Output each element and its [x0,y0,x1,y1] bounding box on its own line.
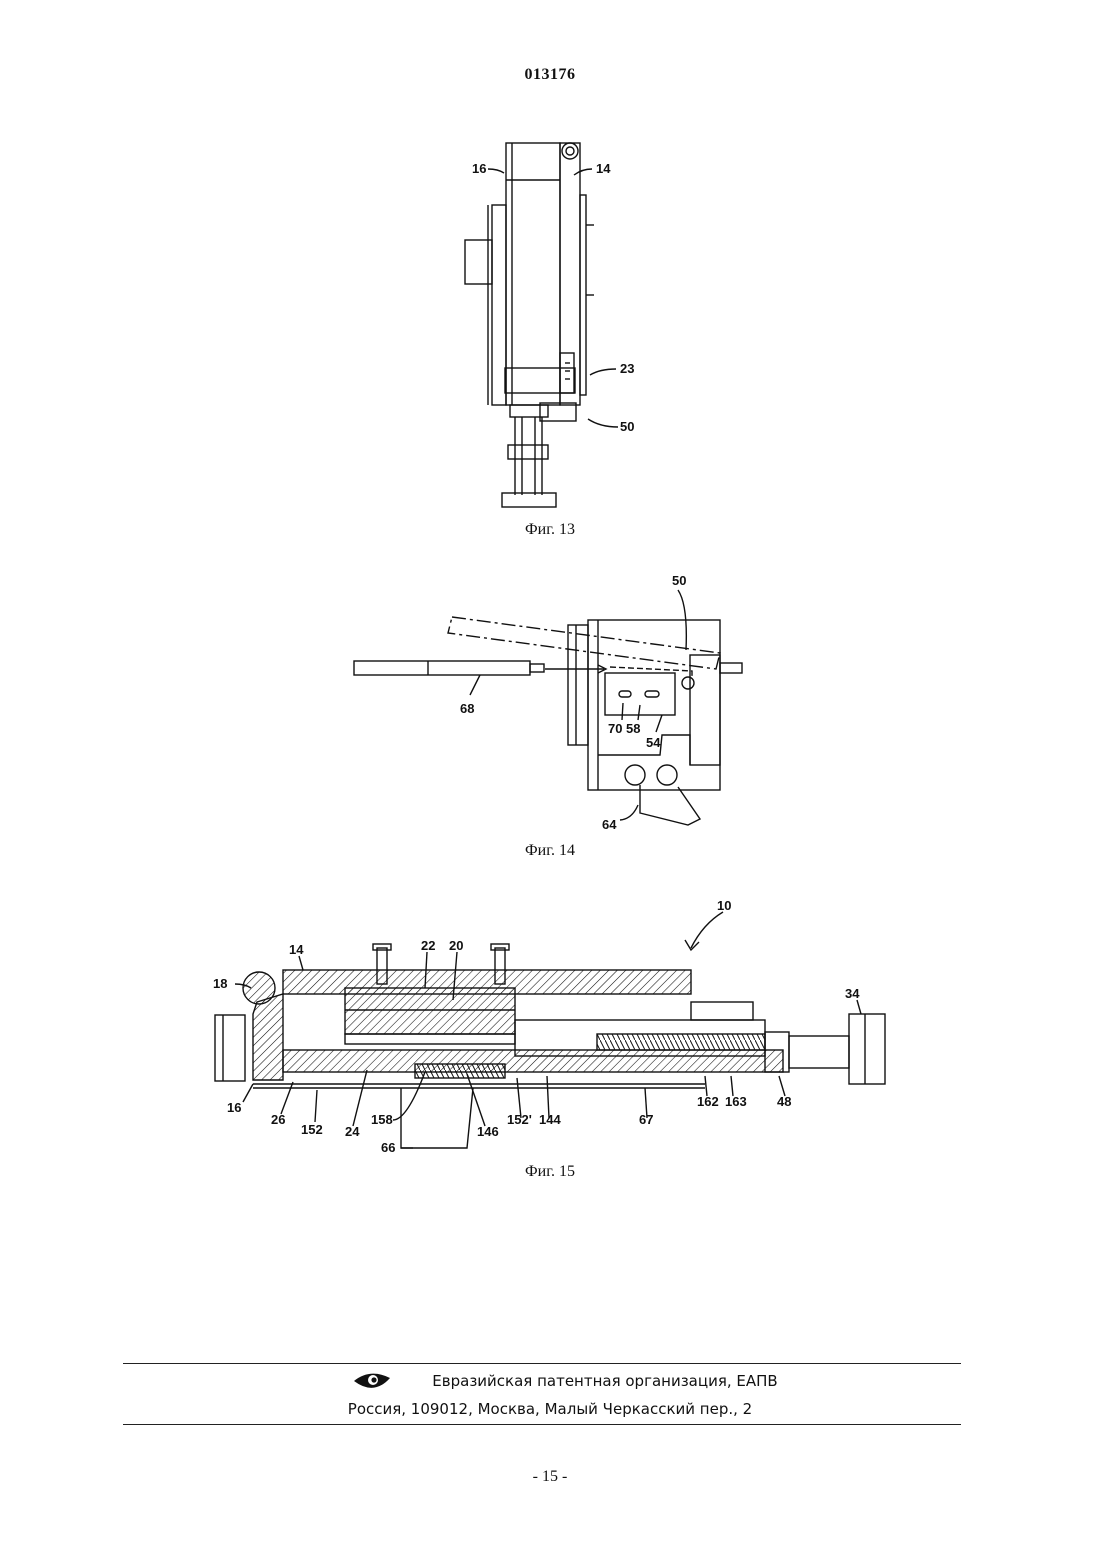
label-14: 14 [596,161,611,176]
figure-15-drawing: 10 14 22 20 18 34 16 26 152 24 158 146 1… [205,890,905,1160]
fig15-label-16: 16 [227,1100,241,1115]
fig14-label-68: 68 [460,701,474,716]
fig15-label-66: 66 [381,1140,395,1155]
fig15-label-10: 10 [717,898,731,913]
fig15-label-67: 67 [639,1112,653,1127]
fig15-label-152: 152 [301,1122,323,1137]
label-23: 23 [620,361,634,376]
fig15-label-18: 18 [213,976,227,991]
fig14-label-58: 58 [626,721,640,736]
footer-top-rule [123,1363,961,1364]
fig14-label-70: 70 [608,721,622,736]
fig15-label-22: 22 [421,938,435,953]
fig15-label-14: 14 [289,942,304,957]
footer-address-line: Россия, 109012, Москва, Малый Черкасский… [0,1400,1100,1418]
fig15-label-34: 34 [845,986,860,1001]
figure-15-caption: Фиг. 15 [450,1163,650,1181]
fig14-label-50: 50 [672,573,686,588]
figure-13-drawing: 16 14 23 50 [440,135,660,525]
fig15-label-158: 158 [371,1112,393,1127]
page-number: - 15 - [0,1468,1100,1486]
fig15-label-26: 26 [271,1112,285,1127]
document-number: 013176 [0,66,1100,84]
footer-bottom-rule [123,1424,961,1425]
fig15-label-144: 144 [539,1112,561,1127]
fig14-label-64: 64 [602,817,617,832]
fig15-label-163: 163 [725,1094,747,1109]
fig15-label-20: 20 [449,938,463,953]
figure-14-caption: Фиг. 14 [450,842,650,860]
label-50: 50 [620,419,634,434]
fig14-label-54: 54 [646,735,661,750]
fig15-label-146: 146 [477,1124,499,1139]
fig15-label-24: 24 [345,1124,360,1139]
fig15-label-152-prime: 152' [507,1112,532,1127]
figure-13-caption: Фиг. 13 [450,521,650,539]
fig15-label-162: 162 [697,1094,719,1109]
fig15-label-48: 48 [777,1094,791,1109]
footer-org-line: Евразийская патентная организация, ЕАПВ [0,1372,1100,1390]
figure-14-drawing: 50 68 70 58 54 64 [340,565,760,840]
label-16: 16 [472,161,486,176]
